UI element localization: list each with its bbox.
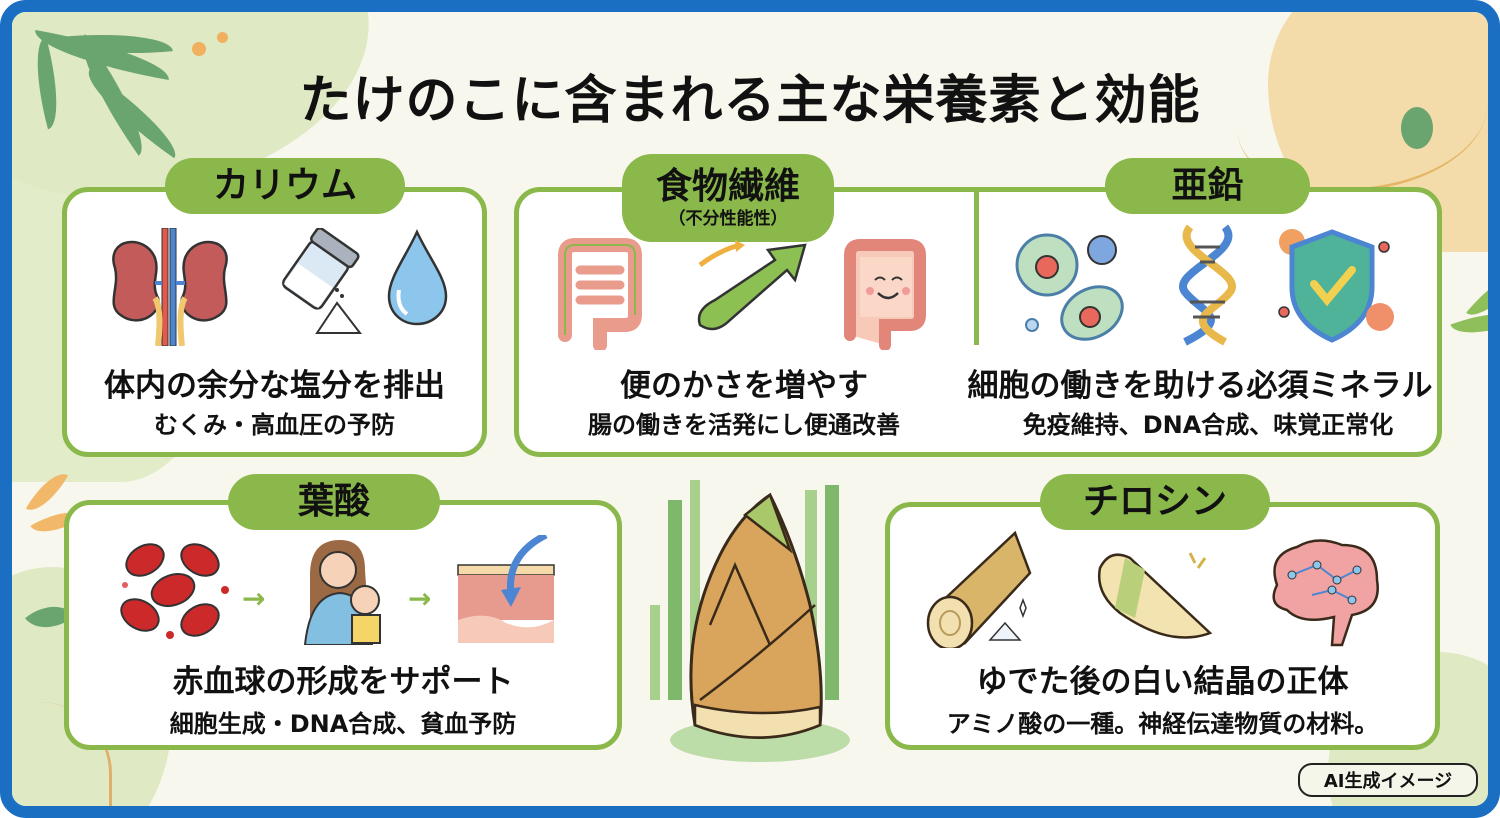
nutrient-name: カリウム [212,165,357,206]
intestine-icon [558,238,642,350]
nutrient-label-tyrosine: チロシン [1040,474,1270,530]
nutrient-label-potassium: カリウム [165,158,405,214]
nutrient-name: チロシン [1082,481,1227,522]
decorative-dot [217,32,228,43]
red-blood-cells-icon [120,543,229,639]
effect-subline: 細胞生成・DNA合成、貧血予防 [169,710,517,738]
salt-shaker-icon [282,228,363,334]
nutrient-name: 食物繊維 [655,165,800,207]
ai-generated-badge: AI生成イメージ [1298,763,1478,797]
card-divider [974,192,979,345]
arrow-right-icon: → [408,582,432,615]
brain-icon [1272,539,1379,647]
cells-icon [1015,233,1124,341]
effect-subline: むくみ・高血圧の予防 [154,411,395,439]
effect-headline: ゆでた後の白い結晶の正体 [976,664,1349,700]
mother-child-icon [303,540,381,645]
decorative-dot [192,42,206,56]
nutrient-label-zinc: 亜鉛 [1105,158,1310,214]
nutrient-label-folic-acid: 葉酸 [228,474,440,530]
boiled-bamboo-shoot-icon [1097,552,1213,639]
bamboo-shoot-illustration [650,480,850,762]
dna-icon [1179,224,1236,346]
water-drop-icon [387,229,448,326]
effect-headline: 赤血球の形成をサポート [172,664,514,700]
happy-intestine-icon [844,239,926,350]
fiber-arrow-icon [697,240,807,331]
nutrient-name: 亜鉛 [1171,165,1244,206]
effect-headline: 便のかさを増やす [620,368,868,404]
decorative-dot [1401,107,1433,149]
nutrient-name: 葉酸 [297,481,370,522]
arrow-right-icon: → [242,582,266,615]
effect-headline: 細胞の働きを助ける必須ミネラル [967,368,1433,404]
effect-subline: 免疫維持、DNA合成、味覚正常化 [1022,411,1394,439]
bamboo-shoot-cut-icon [926,530,1032,648]
nutrient-label-dietary-fiber: 食物繊維 （不分性能性） [622,154,834,242]
page-title: たけのこに含まれる主な栄養素と効能 [299,71,1201,131]
effect-subline: アミノ酸の一種。神経伝達物質の材料。 [946,710,1379,738]
effect-headline: 体内の余分な塩分を排出 [104,368,445,404]
immune-shield-icon [1278,229,1394,343]
nutrient-subtype: （不分性能性） [668,208,788,229]
kidney-icon [112,228,228,346]
skin-layer-icon [457,535,555,643]
effect-subline: 腸の働きを活発にし便通改善 [588,411,900,439]
